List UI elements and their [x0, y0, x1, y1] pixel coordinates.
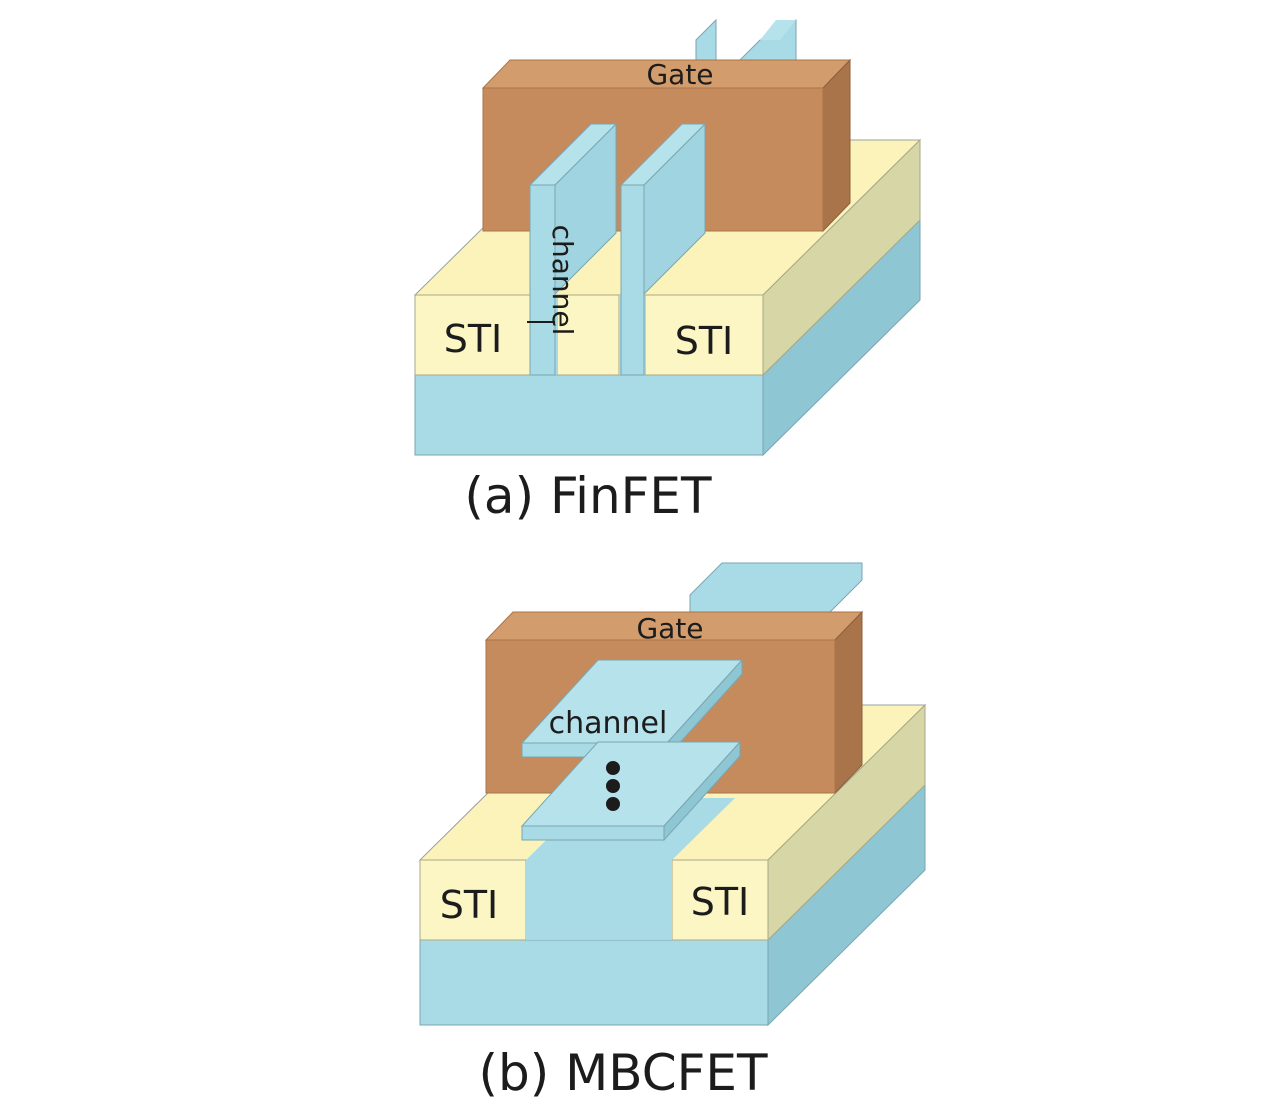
mbcfet-gate-label: Gate	[636, 612, 703, 645]
finfet-gate-side-face	[822, 58, 851, 233]
finfet-fin-back-top-2	[760, 20, 796, 40]
mbcfet-ellipsis-dot-1	[606, 761, 620, 775]
mbcfet-ellipsis-dot-2	[606, 779, 620, 793]
mbcfet-sti-right-label: STI	[691, 880, 750, 924]
finfet-sti-right-label: STI	[675, 319, 734, 363]
finfet-substrate-front	[414, 374, 764, 456]
mbcfet-ellipsis-dot-3	[606, 797, 620, 811]
finfet-channel-label: channel	[546, 225, 579, 336]
mbcfet-sti-left-label: STI	[440, 883, 499, 927]
finfet-gate-label: Gate	[646, 58, 713, 91]
mbcfet-fin-base	[526, 860, 672, 940]
mbcfet-gate-side-face	[834, 610, 863, 795]
finfet-sti-middle	[556, 294, 620, 376]
finfet-diagram: Gate channel STI STI (a) FinFET	[413, 18, 922, 525]
finfet-caption: (a) FinFET	[464, 467, 712, 525]
mbcfet-sheet-back	[689, 562, 863, 613]
finfet-fin-1-front	[529, 184, 556, 376]
finfet-sti-right	[644, 294, 764, 376]
mbcfet-caption: (b) MBCFET	[478, 1044, 767, 1102]
finfet-fin-back-1	[695, 18, 717, 61]
mbcfet-sti-left	[419, 859, 527, 941]
finfet-fin-2-front	[620, 184, 645, 376]
finfet-sti-left-label: STI	[444, 317, 503, 361]
mbcfet-channel-label: channel	[549, 706, 668, 741]
mbcfet-sti-right	[671, 859, 769, 941]
mbcfet-sheet-2-edge	[521, 825, 665, 841]
mbcfet-substrate-front	[419, 939, 769, 1026]
mbcfet-diagram: Gate channel STI STI (b) MBCFET	[418, 562, 927, 1102]
mbcfet-sheet-2-side	[663, 740, 741, 842]
